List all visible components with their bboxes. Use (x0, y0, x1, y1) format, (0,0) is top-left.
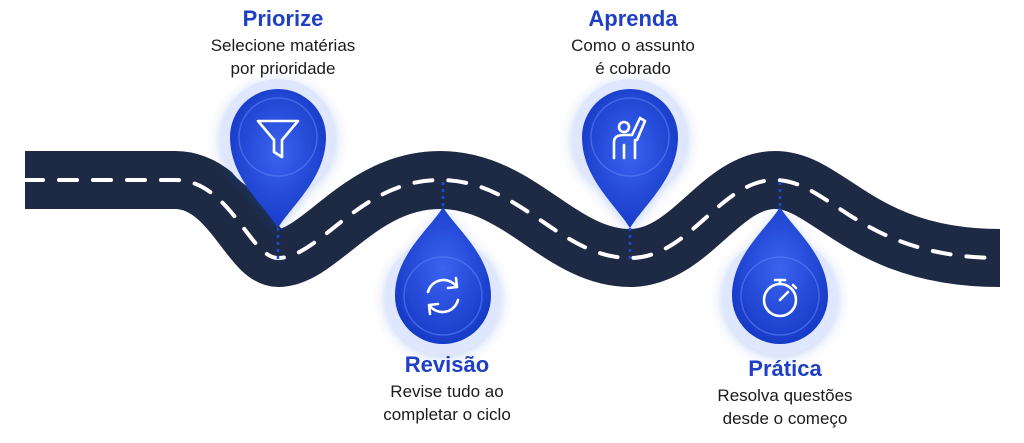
stopwatch-icon (762, 278, 798, 318)
step-pratica: Prática Resolva questões desde o começo (665, 356, 905, 430)
pin-pratica (722, 182, 838, 354)
funnel-icon (256, 119, 300, 159)
raised-hand-person-icon (612, 116, 647, 160)
pin-aprenda (572, 79, 688, 262)
step-description-line: Como o assunto (571, 36, 695, 55)
pin-body (582, 89, 678, 228)
step-description-line: por prioridade (230, 59, 336, 78)
cycle-arrows-icon (426, 276, 460, 316)
pin-priorize (220, 79, 336, 262)
step-description-line: é cobrado (595, 59, 671, 78)
step-description-line: Selecione matérias (210, 36, 356, 55)
step-description-line: completar o ciclo (383, 405, 511, 424)
pin-inner-ring (590, 97, 670, 177)
step-title: Revisão (404, 352, 490, 377)
step-title: Prática (748, 356, 822, 381)
step-title: Aprenda (588, 6, 678, 31)
step-aprenda: Aprenda Como o assunto é cobrado (513, 6, 753, 80)
pin-inner-ring (740, 256, 820, 336)
step-description-line: desde o começo (722, 409, 848, 428)
pin-body (230, 89, 326, 228)
road (23, 151, 1002, 287)
pin-inner-ring (238, 97, 318, 177)
step-priorize: Priorize Selecione matérias por priorida… (163, 6, 403, 80)
pin-body (732, 207, 828, 344)
step-description-line: Revise tudo ao (390, 382, 504, 401)
step-revisao: Revisão Revise tudo ao completar o ciclo (327, 352, 567, 426)
pin-revisao (385, 182, 501, 354)
step-description-line: Resolva questões (717, 386, 853, 405)
pin-inner-ring (403, 256, 483, 336)
pin-body (395, 207, 491, 344)
road-center-dashes (23, 177, 1002, 261)
step-title: Priorize (242, 6, 324, 31)
